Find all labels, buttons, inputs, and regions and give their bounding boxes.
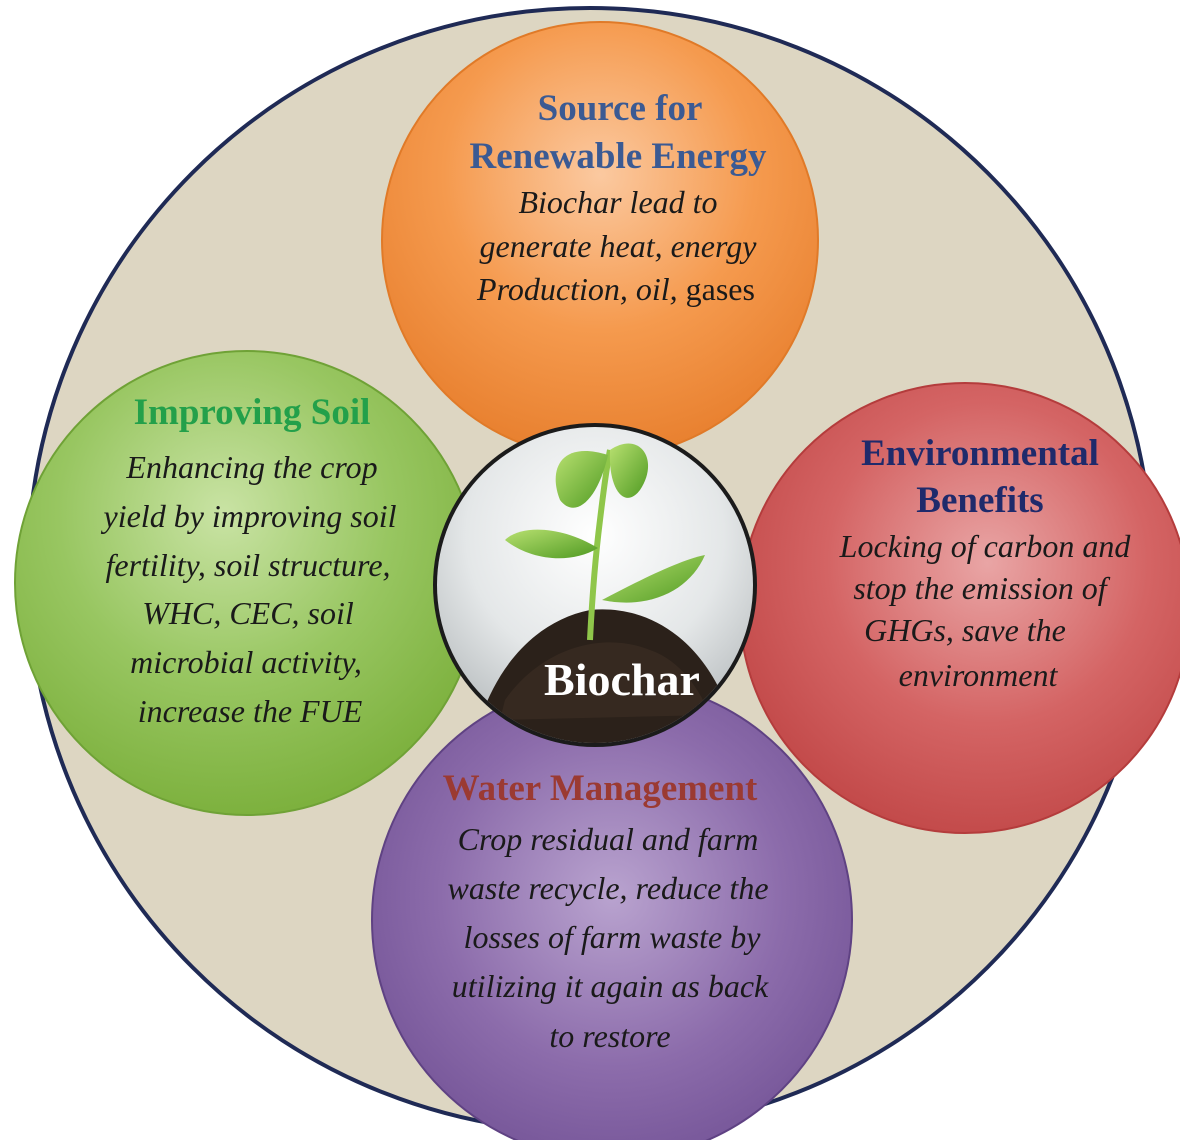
soil-body-line-3: fertility, soil structure, [105,547,390,583]
environment-body-line-3: GHGs, save the [864,612,1066,648]
environment-body-line-2: stop the emission of [853,570,1110,606]
leaf-top-left [555,451,608,508]
environment-body-line-1: Locking of carbon and [839,528,1132,564]
environment-title-line-2: Benefits [916,480,1043,521]
plant-stem [587,449,613,641]
water-body-line-2: waste recycle, reduce the [447,870,768,906]
water-body-line-5: to restore [549,1018,670,1054]
leaf-top-right [609,443,649,498]
soil-title: Improving Soil [134,392,371,433]
energy-title-line-1: Source for [538,88,703,129]
water-body-line-1: Crop residual and farm [458,821,759,857]
soil-body-line-5: microbial activity, [130,644,362,680]
leaf-right [602,555,705,603]
soil-body-line-6: increase the FUE [138,693,363,729]
soil-body-line-4: WHC, CEC, soil [142,595,354,631]
center-label: Biochar [544,654,700,705]
energy-body-line-2: generate heat, energy [480,228,758,264]
energy-body-line-3-italic: Production, oil, [476,271,686,307]
soil-body-line-2: yield by improving soil [101,498,397,534]
water-title: Water Management [443,768,758,809]
energy-title-line-2: Renewable Energy [470,136,767,177]
soil-text: Improving Soil Enhancing the crop yield … [101,392,397,729]
soil-body-line-1: Enhancing the crop [125,449,377,485]
water-body-line-4: utilizing it again as back [452,968,769,1004]
water-text: Water Management Crop residual and farm … [443,768,769,1054]
center-image: Biochar [433,423,757,747]
leaf-left [505,529,598,559]
water-petal [371,679,853,1140]
energy-text: Source for Renewable Energy Biochar lead… [470,88,767,307]
energy-body-line-3: Production, oil, gases [476,271,755,307]
environment-title-line-1: Environmental [861,433,1099,474]
energy-body-line-1: Biochar lead to [518,184,717,220]
environment-body-line-4: environment [899,657,1059,693]
water-body-line-3: losses of farm waste by [464,919,762,955]
environment-text: Environmental Benefits Locking of carbon… [839,433,1132,693]
energy-body-line-3-upright: gases [686,271,755,307]
